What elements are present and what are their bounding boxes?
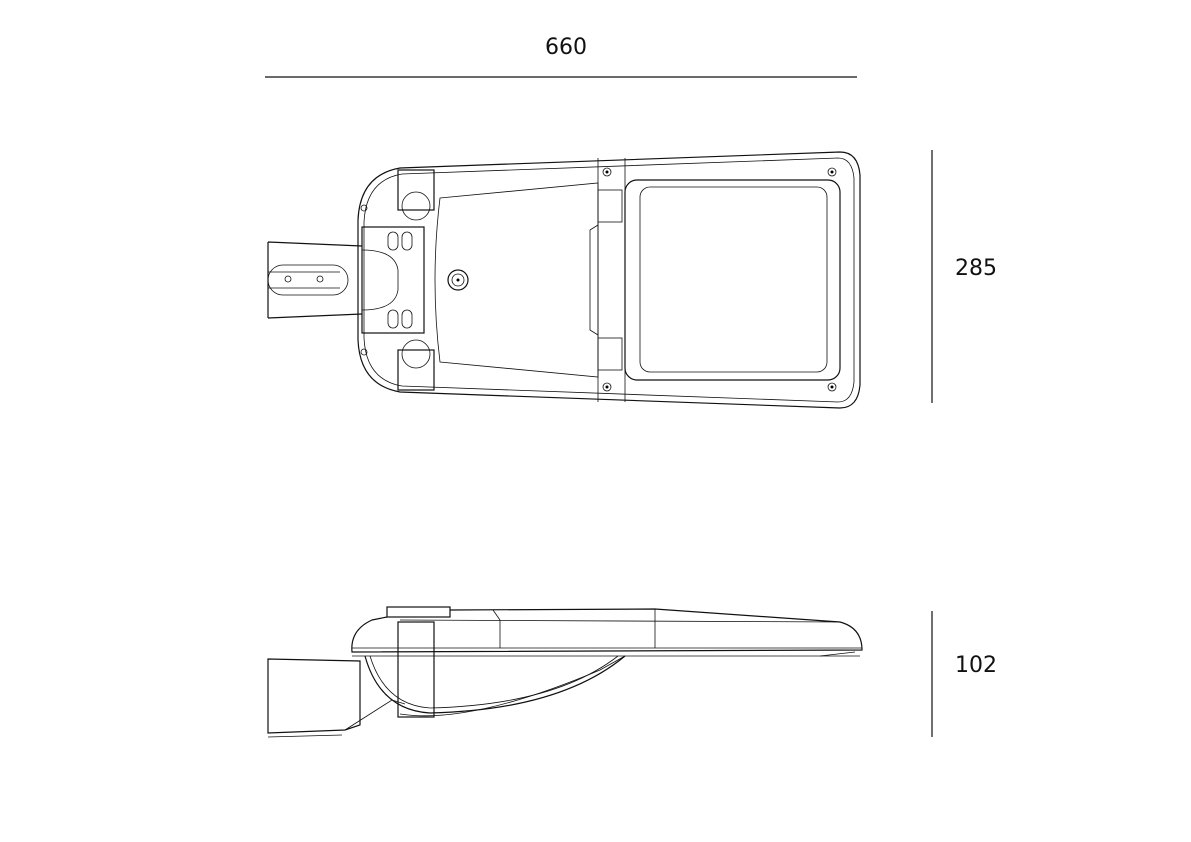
length-dimension-label: 660 xyxy=(545,35,587,60)
top-view xyxy=(267,151,861,409)
height-dimension-label: 102 xyxy=(955,653,997,678)
side-view xyxy=(267,606,863,738)
width-dimension-label: 285 xyxy=(955,256,997,281)
